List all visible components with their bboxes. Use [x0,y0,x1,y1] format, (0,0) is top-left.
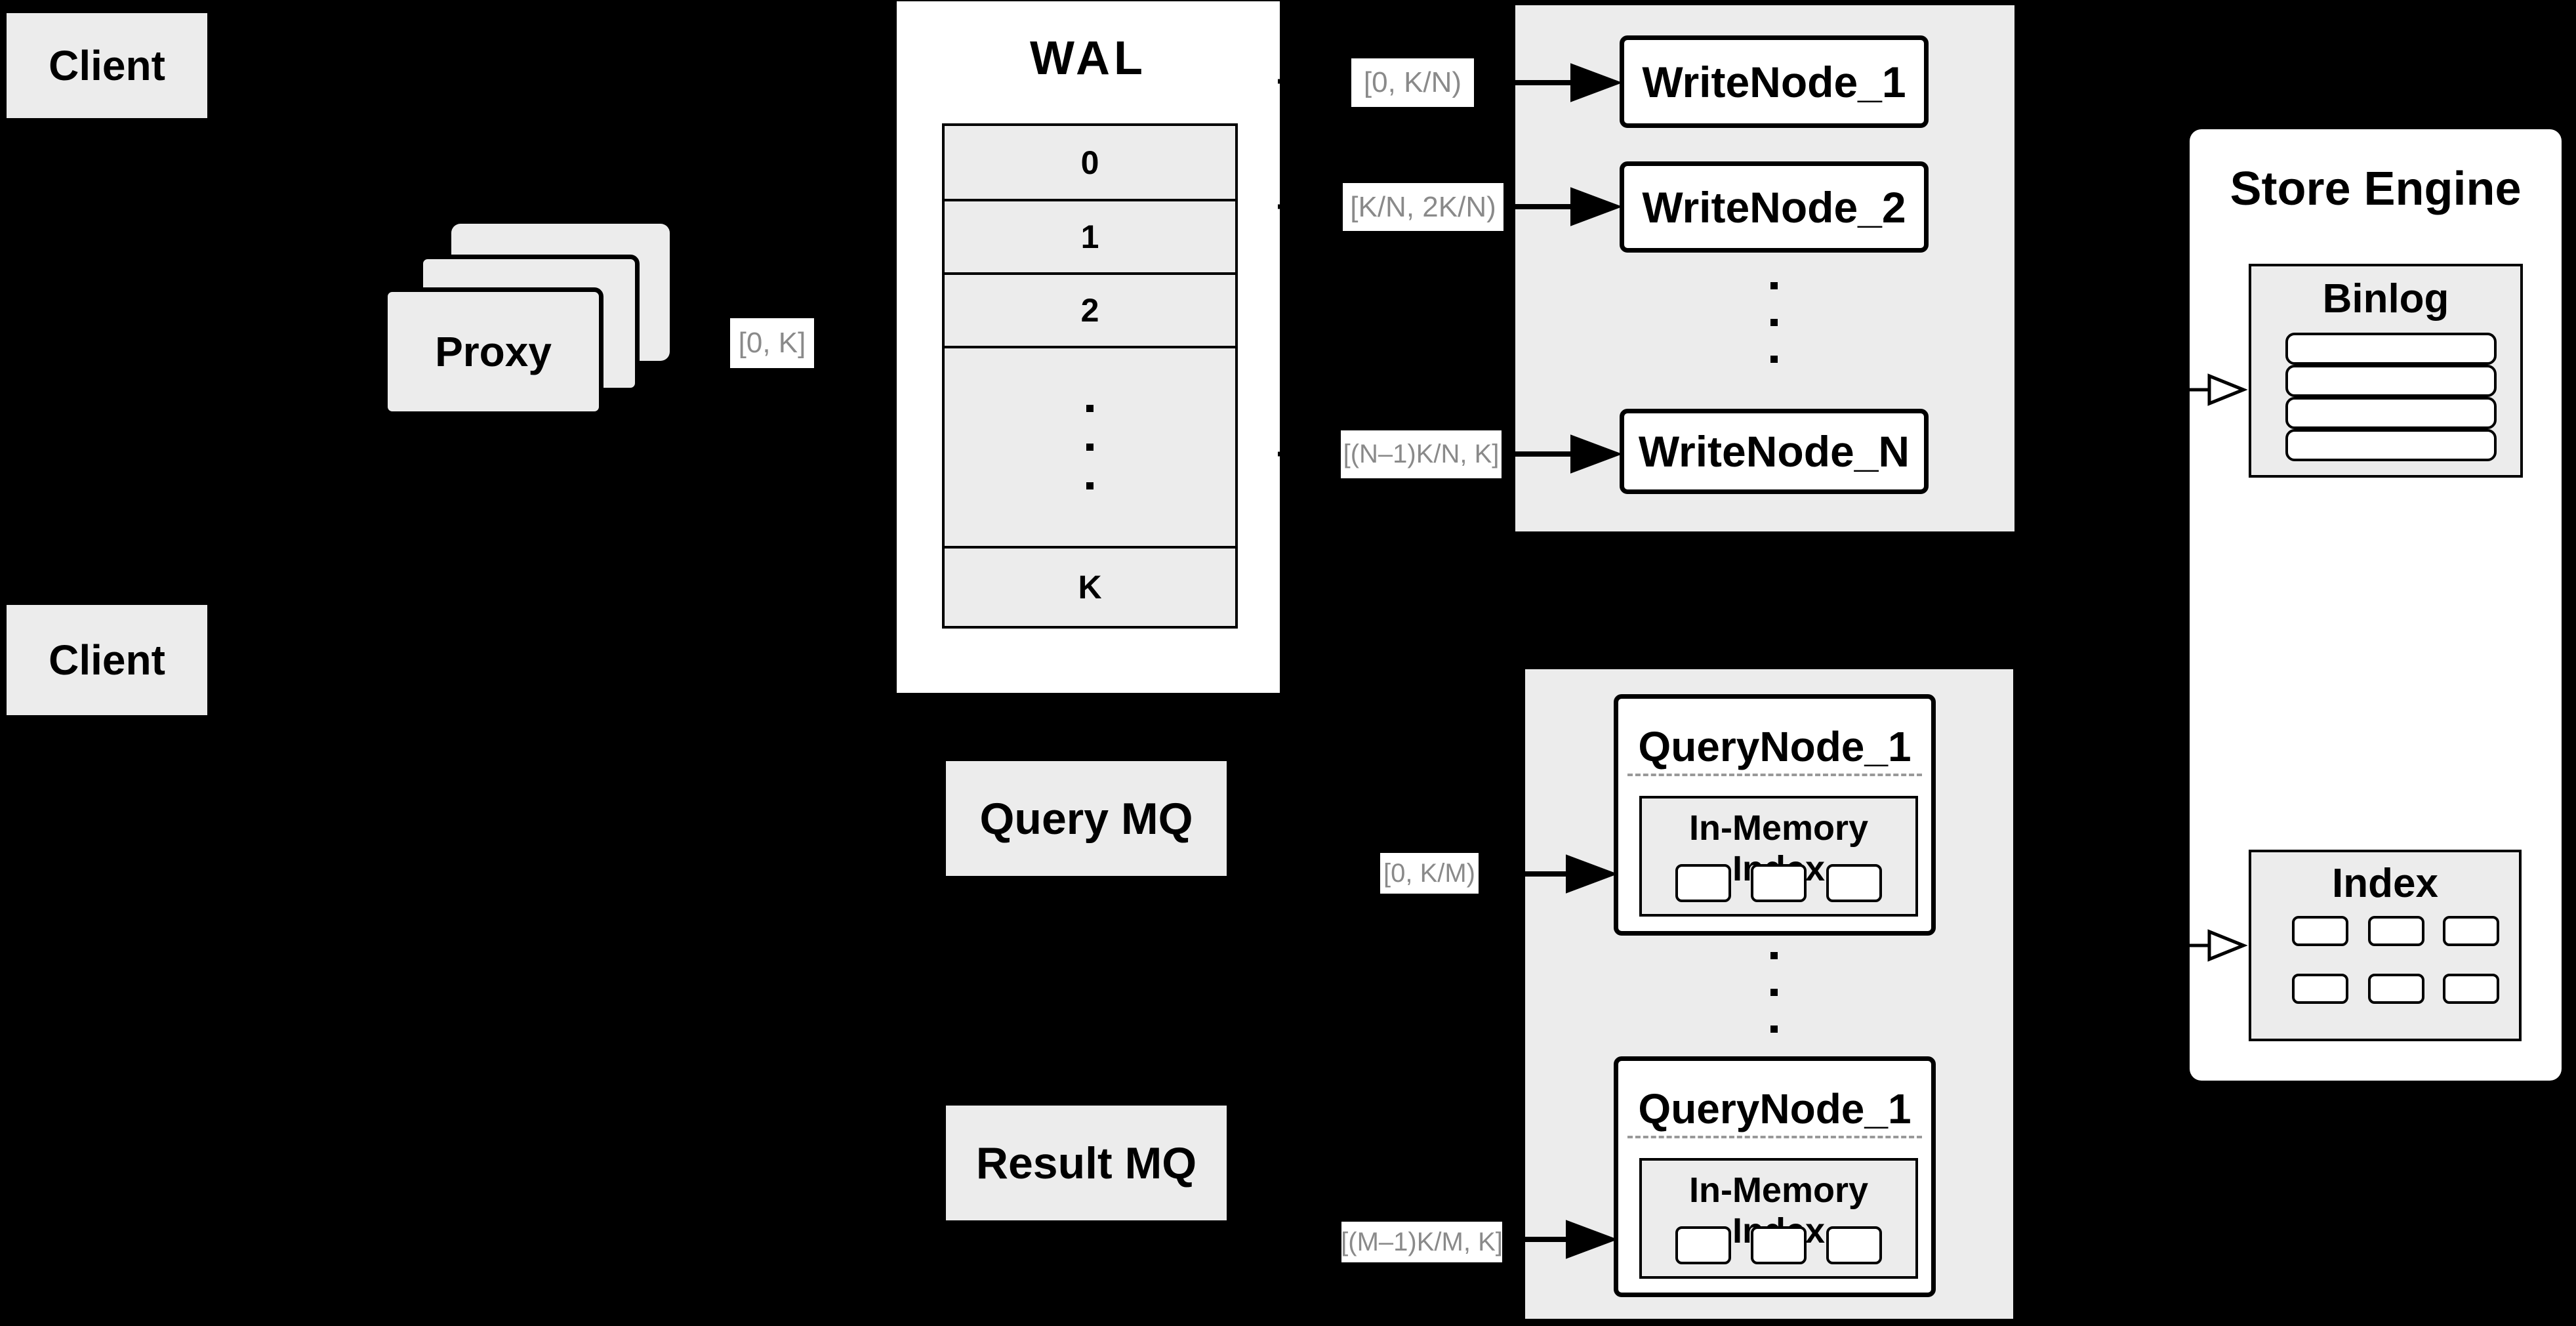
memory-cell [1751,864,1807,902]
memory-cells [1642,1226,1915,1264]
write-node-1-label: WriteNode_1 [1642,57,1906,106]
wal-segment-0: 0 [1080,144,1099,181]
range-label-proxy-wal-text: [0, K] [738,327,806,359]
memory-cell [1826,1226,1882,1264]
wal-exit-line-icon [1278,79,1350,457]
binlog-row [2285,397,2497,429]
memory-cells [1642,864,1915,902]
query-mq-label: Query MQ [979,793,1193,844]
wal-segment-table: 0 1 2 K [942,123,1238,629]
client-bottom-label: Client [49,636,165,684]
binlog-row [2285,429,2497,461]
range-label-write-2-text: [K/N, 2K/N) [1350,190,1496,223]
memory-cell [1675,1226,1731,1264]
index-cell [2368,916,2424,946]
range-label-write-2: [K/N, 2K/N) [1343,183,1503,231]
query-node-bottom-title: QueryNode_1 [1638,1085,1912,1132]
range-label-query-1-text: [0, K/M) [1383,858,1476,888]
write-node-n-box: WriteNode_N [1620,409,1929,494]
index-cell [2292,916,2348,946]
wal-segment-1: 1 [1080,218,1099,255]
index-box: Index [2249,850,2522,1041]
vertical-ellipsis-icon [1086,405,1094,489]
binlog-row [2285,365,2497,397]
write-node-1-box: WriteNode_1 [1620,35,1929,128]
index-cell [2443,916,2499,946]
dashed-separator [1627,1136,1922,1138]
index-cell [2443,974,2499,1004]
range-label-query-m: [(M–1)K/M, K] [1341,1222,1503,1262]
store-engine-title: Store Engine [2230,163,2522,215]
index-title: Index [2332,861,2438,906]
binlog-row [2285,333,2497,365]
result-mq-box: Result MQ [946,1106,1227,1220]
index-cell [2292,974,2348,1004]
wal-title: WAL [1030,32,1147,85]
wal-segment-row-0: 0 [945,126,1235,199]
index-cell [2368,974,2424,1004]
memory-cell [1751,1226,1807,1264]
in-memory-index-box-top: In-Memory Index [1639,796,1918,917]
query-mq-box: Query MQ [946,761,1227,876]
wal-segment-k: K [1078,569,1102,606]
dashed-separator [1627,774,1922,776]
wal-segment-row-2: 2 [945,272,1235,346]
memory-cell [1826,864,1882,902]
query-node-bottom-box: QueryNode_1 In-Memory Index [1614,1056,1936,1297]
binlog-title: Binlog [2322,276,2449,321]
write-node-2-label: WriteNode_2 [1642,182,1906,232]
proxy-stack: Proxy [383,224,670,416]
client-top-label: Client [49,42,165,89]
range-label-write-n-text: [(N–1)K/N, K] [1343,440,1500,468]
range-label-write-1-text: [0, K/N) [1363,66,1462,98]
in-memory-index-box-bottom: In-Memory Index [1639,1158,1918,1279]
memory-cell [1675,864,1731,902]
query-nodes-ellipsis-icon [1770,952,1778,1033]
write-nodes-ellipsis-icon [1770,282,1778,363]
range-label-write-n: [(N–1)K/N, K] [1341,430,1502,478]
proxy-label: Proxy [435,328,552,375]
store-engine-panel: Store Engine Binlog Index [2190,129,2562,1081]
wal-panel: WAL 0 1 2 K [897,1,1280,693]
wal-segment-row-ellipsis [945,346,1235,546]
wal-segment-row-1: 1 [945,199,1235,272]
range-label-proxy-wal: [0, K] [730,318,814,368]
query-node-top-title: QueryNode_1 [1638,723,1912,770]
range-label-write-1: [0, K/N) [1351,58,1474,107]
wal-segment-2: 2 [1080,292,1099,329]
write-node-2-box: WriteNode_2 [1620,161,1929,253]
client-box-top: Client [7,13,207,118]
client-box-bottom: Client [7,605,207,715]
wal-segment-row-k: K [945,546,1235,626]
write-node-n-label: WriteNode_N [1638,427,1910,476]
result-mq-label: Result MQ [975,1138,1197,1188]
range-label-query-1: [0, K/M) [1380,853,1479,894]
binlog-box: Binlog [2249,264,2523,478]
query-node-top-box: QueryNode_1 In-Memory Index [1614,694,1936,936]
proxy-box-front: Proxy [383,287,603,416]
range-label-query-m-text: [(M–1)K/M, K] [1341,1227,1503,1256]
